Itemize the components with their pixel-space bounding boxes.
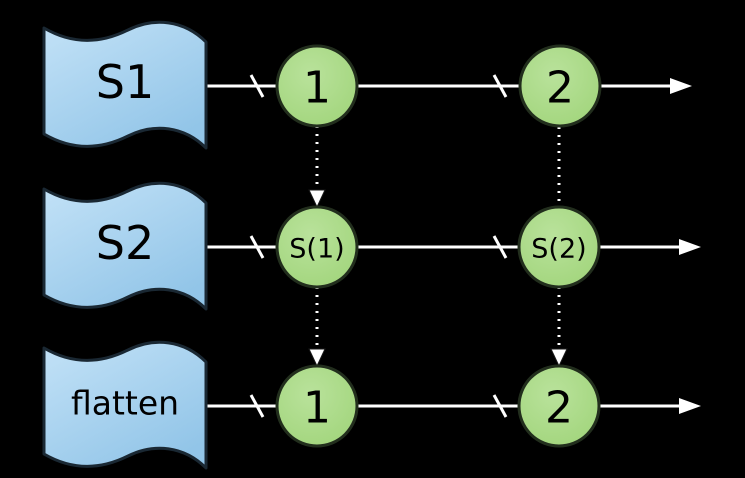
connector-arrowhead-icon	[308, 189, 326, 209]
timeline-arrowhead-icon	[670, 78, 692, 94]
connector-s2-1-to-flatten	[308, 287, 326, 368]
connector-s1-1-to-s2	[308, 126, 326, 209]
time-tick-icon	[249, 394, 265, 418]
banner-flag-shape	[42, 181, 208, 311]
connector-arrowhead-icon	[308, 348, 326, 368]
connector-s2-2-to-flatten	[550, 287, 568, 368]
stream-banner-flatten	[42, 340, 208, 470]
event-node	[275, 205, 359, 289]
event-node-label: 2	[545, 383, 573, 434]
event-node	[517, 205, 601, 289]
stream-banner-label: S2	[96, 216, 154, 270]
event-node	[275, 44, 359, 128]
event-node-label: 2	[546, 63, 574, 114]
banner-flag-shape	[42, 20, 208, 150]
stream-banner-s1	[42, 20, 208, 150]
event-node-label: S(1)	[289, 234, 344, 265]
connector-arrowhead-icon	[550, 348, 568, 368]
event-node-label: S(2)	[531, 234, 586, 265]
timeline-arrowhead-icon	[679, 398, 701, 414]
time-tick-icon	[492, 394, 508, 418]
timeline-arrowhead-icon	[679, 239, 701, 255]
time-tick-icon	[249, 74, 265, 98]
time-tick-icon	[492, 74, 508, 98]
event-node	[275, 364, 359, 448]
stream-banner-s2	[42, 181, 208, 311]
event-node-label: 1	[303, 383, 331, 434]
event-node	[518, 44, 602, 128]
banner-flag-shape	[42, 340, 208, 470]
time-tick-icon	[249, 235, 265, 259]
event-node-label: 1	[303, 63, 331, 114]
stream-banner-label: flatten	[71, 384, 179, 423]
event-node	[517, 364, 601, 448]
time-tick-icon	[492, 235, 508, 259]
stream-banner-label: S1	[96, 55, 154, 109]
